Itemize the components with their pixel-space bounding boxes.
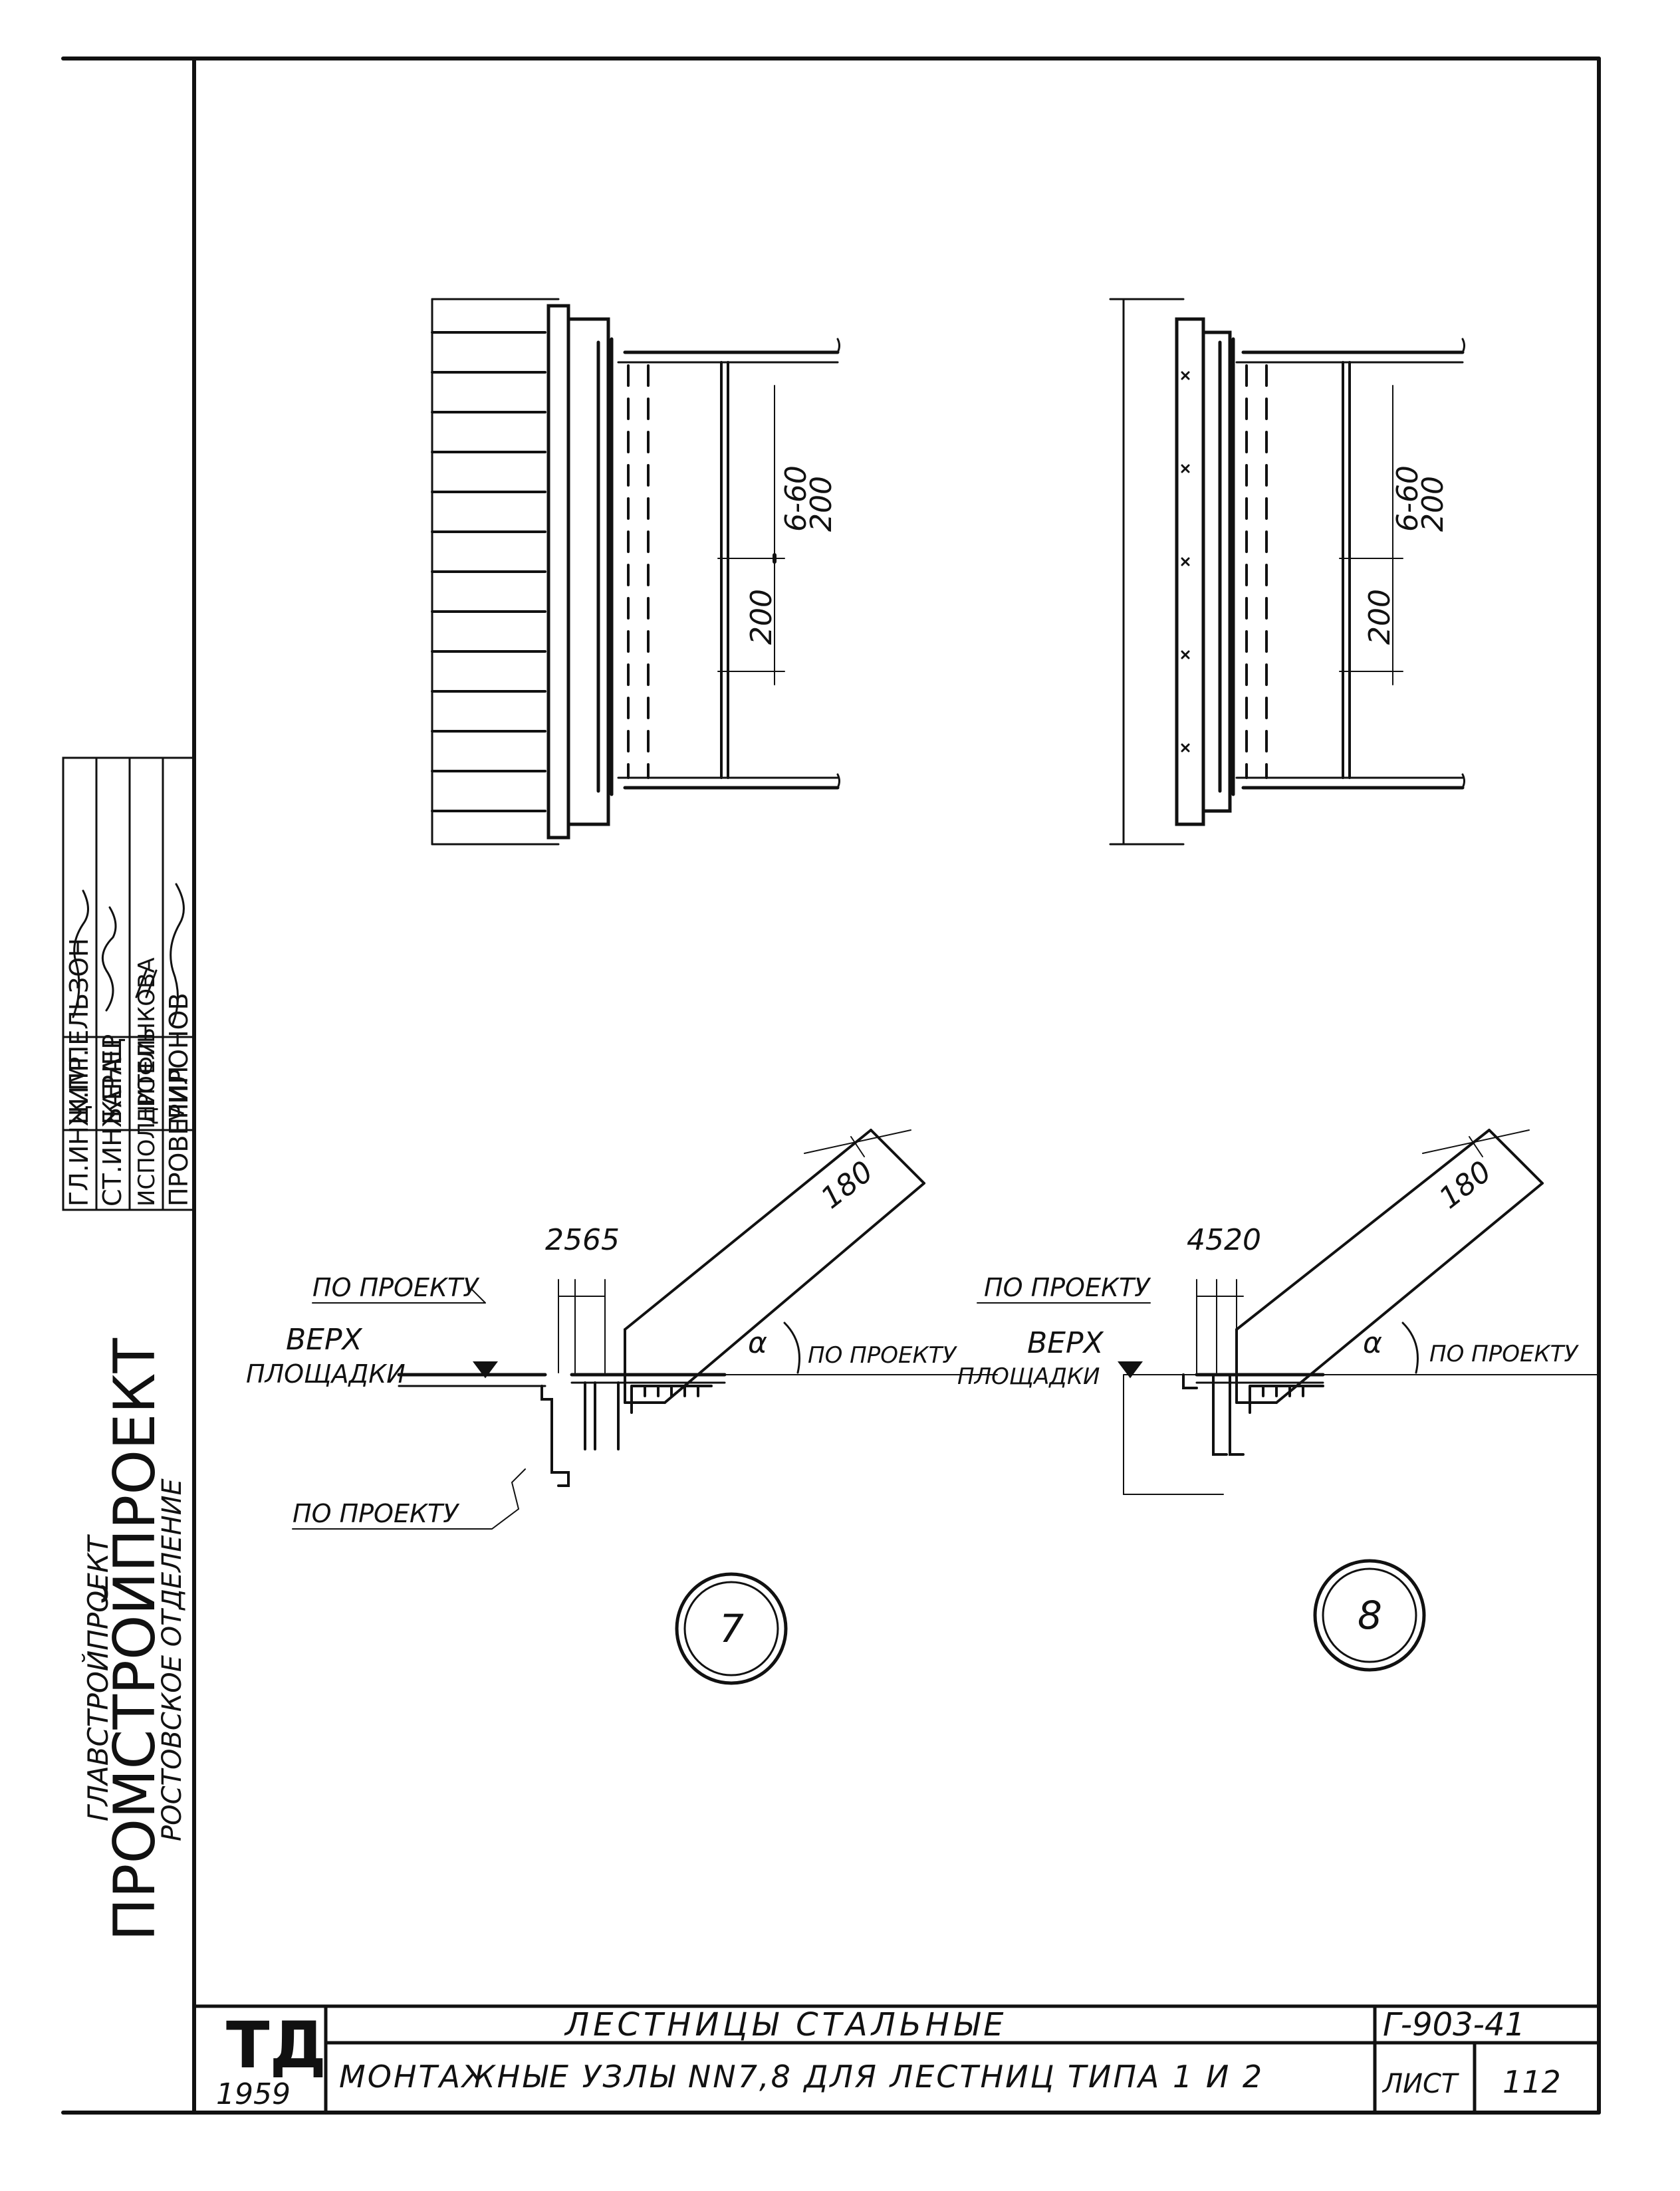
node8-marker: 8 (1313, 1559, 1426, 1672)
node7-gap: 2565 (545, 1223, 620, 1257)
node8-section (977, 1129, 1600, 1495)
node7-section (292, 1129, 998, 1530)
approval-name-1: ЦИМПЕЛЬЗОН (64, 938, 94, 1125)
node7-project-3: ПО ПРОЕКТУ (293, 1499, 460, 1528)
approval-role-2: СТ.ИНЖЕНЕР (98, 1034, 127, 1207)
plan-view-left (431, 298, 840, 846)
node7-width: 180 (814, 1155, 880, 1216)
node7-labels: ПО ПРОЕКТУ ВЕРХ ПЛОЩАДКИ 2565 180 α ПО П… (246, 1155, 957, 1528)
approval-role-4: ПРОВЕРИЛ (164, 1066, 193, 1207)
node8-project-1: ПО ПРОЕКТУ (984, 1273, 1151, 1302)
sheet-number: 112 (1502, 2064, 1561, 2100)
drawing-code: Г-903-41 (1383, 2006, 1525, 2043)
logo-td: ТД (226, 2008, 326, 2083)
approval-role-3: ИСПОЛНИТЕЛЬ (134, 1028, 160, 1207)
node7-number: 7 (719, 1606, 744, 1651)
org-line3: РОСТОВСКОЕ ОТДЕЛЕНИЕ (157, 1478, 187, 1841)
grating-bars (431, 331, 546, 812)
node8-project-2: ПО ПРОЕКТУ (1429, 1341, 1579, 1367)
node7-alpha: α (748, 1326, 767, 1360)
approval-name-4: МИРОНОВ (164, 992, 193, 1125)
node7-project-2: ПО ПРОЕКТУ (808, 1342, 957, 1369)
node7-top-2: ПЛОЩАДКИ (246, 1359, 406, 1389)
node8-top-2: ПЛОЩАДКИ (957, 1363, 1100, 1390)
signatures (72, 883, 185, 1025)
approval-rows: ГЛ.ИНЖ.ПР. ЦИМПЕЛЬЗОН СТ.ИНЖЕНЕР БАРАЦ И… (64, 938, 193, 1207)
org-line2: ПРОМСТРОЙПРОЕКТ (101, 1338, 168, 1941)
node8-width: 180 (1433, 1155, 1498, 1216)
sheet-frame (61, 57, 1601, 2115)
node7-dim-top2: 200 (804, 476, 838, 532)
title-block-frame (192, 2004, 1601, 2115)
approval-name-2: БАРАЦ (98, 1038, 127, 1125)
node7-dim-top: 6-60 (779, 465, 813, 532)
node8-alpha: α (1363, 1326, 1382, 1360)
node7-project-1: ПО ПРОЕКТУ (312, 1273, 480, 1302)
organization-block: ГЛАВСТРОЙПРОЕКТ ПРОМСТРОЙПРОЕКТ РОСТОВСК… (81, 1338, 187, 1941)
node8-gap: 4520 (1187, 1223, 1261, 1257)
node8-dim-top2: 200 (1416, 476, 1450, 532)
node7-marker: 7 (675, 1572, 788, 1685)
approval-role-1: ГЛ.ИНЖ.ПР. (64, 1049, 94, 1207)
plan-view-left-labels: 6-60 200 200 (745, 465, 838, 645)
node7-dim-mid: 200 (745, 589, 779, 645)
drawing-subtitle: МОНТАЖНЫЕ УЗЛЫ NN7,8 ДЛЯ ЛЕСТНИЦ ТИПА 1 … (339, 2059, 1264, 2095)
year: 1959 (216, 2077, 291, 2111)
node7-top-1: ВЕРХ (286, 1323, 363, 1357)
node8-number: 8 (1358, 1593, 1382, 1638)
plan-view-right (1109, 298, 1465, 846)
node8-dim-mid: 200 (1363, 589, 1397, 645)
node8-labels: ПО ПРОЕКТУ ВЕРХ ПЛОЩАДКИ 4520 180 α ПО П… (957, 1155, 1579, 1390)
node8-dim-top: 6-60 (1391, 465, 1425, 532)
approval-stamp (62, 756, 195, 1211)
drawing-title: ЛЕСТНИЦЫ СТАЛЬНЫЕ (564, 2006, 1007, 2043)
plan-view-right-labels: 6-60 200 200 (1363, 465, 1450, 645)
sheet-label: ЛИСТ (1381, 2069, 1460, 2099)
approval-name-3: ДРОФИНКОВА (134, 957, 160, 1125)
title-block-text: ТД 1959 ЛЕСТНИЦЫ СТАЛЬНЫЕ МОНТАЖНЫЕ УЗЛЫ… (216, 2006, 1561, 2111)
node8-top-1: ВЕРХ (1027, 1326, 1104, 1360)
org-line1: ГЛАВСТРОЙПРОЕКТ (81, 1534, 114, 1821)
